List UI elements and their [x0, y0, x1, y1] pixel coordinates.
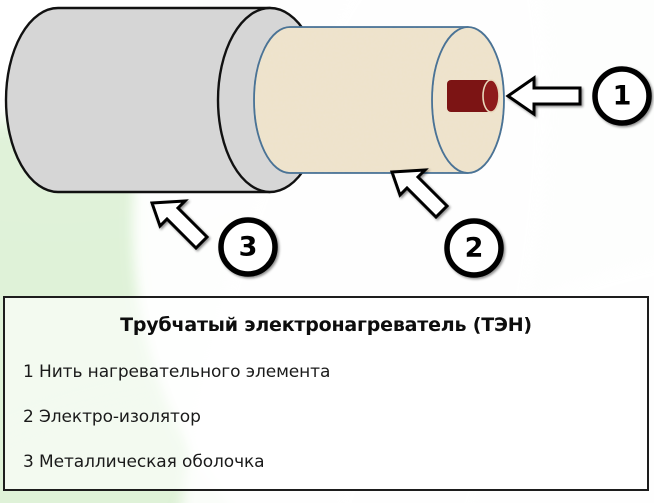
callout-marker-2: 2 — [444, 218, 504, 278]
heating-filament — [447, 79, 500, 113]
callout-arrow-1 — [505, 75, 582, 117]
callout-marker-1: 1 — [592, 66, 652, 126]
callout-arrow-2 — [389, 168, 450, 220]
callout-circle-3 — [218, 217, 278, 277]
metal-sheath-body — [4, 6, 272, 194]
insulator-body-outline — [253, 26, 469, 174]
arrow-left-filament — [505, 75, 582, 117]
callout-marker-3: 3 — [218, 217, 278, 277]
callout-number-1: 1 — [613, 81, 632, 112]
legend-panel: Трубчатый электронагреватель (ТЭН) 1 Нит… — [3, 296, 649, 491]
callout-number-2: 2 — [465, 233, 484, 264]
callout-number-3: 3 — [239, 232, 258, 263]
filament-end-cap — [482, 79, 500, 113]
legend-item-1: 1 Нить нагревательного элемента — [23, 362, 331, 382]
filament-body — [447, 80, 491, 112]
legend-title: Трубчатый электронагреватель (ТЭН) — [120, 314, 532, 336]
arrow-diagonal-insulator — [389, 168, 450, 220]
heater-cutaway-illustration: 1 2 3 — [4, 6, 652, 278]
legend-item-2: 2 Электро-изолятор — [23, 407, 201, 427]
callout-arrow-3 — [149, 199, 210, 251]
insulator-end-face-outline — [431, 26, 505, 174]
arrow-diagonal-sheath — [149, 199, 210, 251]
legend-item-3: 3 Металлическая оболочка — [23, 452, 265, 472]
callout-circle-1 — [592, 66, 652, 126]
callout-circle-2 — [444, 218, 504, 278]
